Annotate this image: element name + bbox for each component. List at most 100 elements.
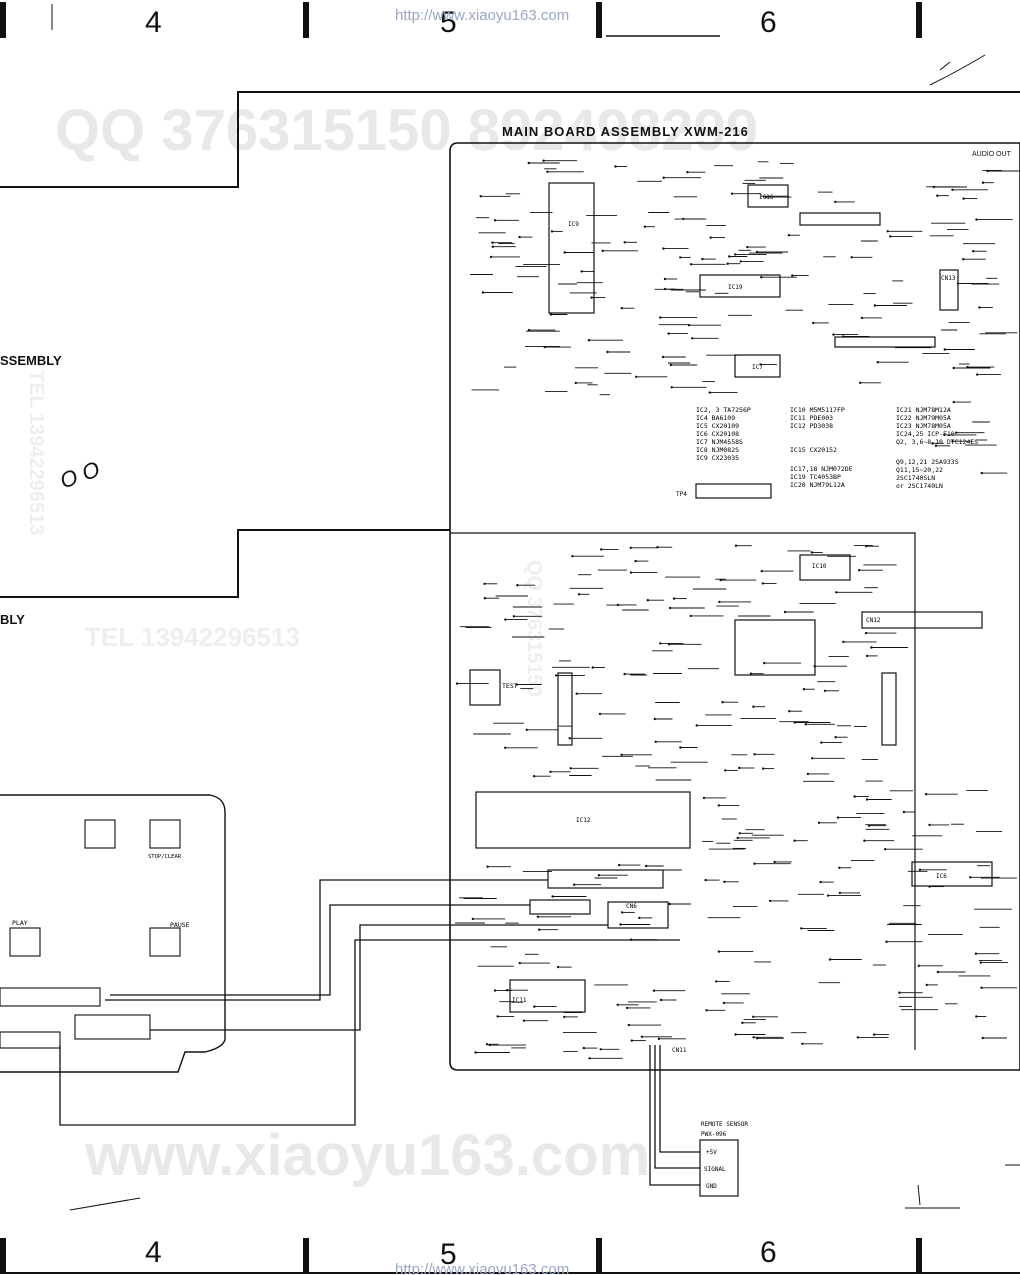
solder-pad — [752, 705, 755, 708]
solder-pad — [858, 569, 861, 572]
ic-label-ic11: IC11 — [512, 997, 527, 1004]
solder-pad — [793, 721, 796, 724]
solder-pad — [793, 839, 796, 842]
solder-pad — [656, 546, 659, 549]
solder-pad — [917, 964, 920, 967]
solder-pad — [873, 304, 877, 307]
solder-pad — [811, 757, 814, 760]
solder-pad — [853, 795, 856, 798]
solder-pad — [600, 548, 603, 551]
solder-pad — [491, 241, 494, 244]
solder-pad — [738, 766, 741, 770]
solder-pad — [591, 666, 594, 669]
solder-pad — [679, 746, 682, 749]
solder-pad — [865, 631, 868, 635]
solder-pad — [577, 593, 581, 596]
solder-pad — [689, 263, 693, 266]
solder-pad — [620, 911, 624, 914]
solder-pad — [489, 255, 493, 259]
solder-pad — [471, 917, 475, 921]
ic-label-ic6: IC6 — [936, 873, 947, 880]
solder-pad — [532, 775, 536, 778]
ic-table-col1-5: IC8 NJM082S — [696, 446, 739, 454]
solder-pad — [563, 1015, 566, 1019]
solder-pad — [889, 235, 892, 238]
solder-pad — [820, 741, 823, 744]
top-source-url: http://www.xiaoyu163.com — [395, 7, 569, 24]
solder-pad — [834, 200, 837, 204]
solder-pad — [943, 433, 946, 437]
solder-pad — [746, 245, 749, 249]
solder-pad — [525, 728, 528, 731]
solder-pad — [842, 335, 845, 338]
solder-pad — [819, 880, 822, 884]
solder-pad — [597, 874, 601, 877]
solder-pad — [455, 682, 459, 685]
left-assembly-label-1: SSEMBLY — [0, 353, 62, 368]
cn11-label: CN11 — [672, 1047, 687, 1054]
solder-pad — [966, 365, 969, 369]
solder-pad — [546, 170, 549, 173]
ic-table-col3-9: or 2SC1740LN — [896, 482, 943, 490]
solder-pad — [826, 894, 830, 897]
solder-pad — [588, 1057, 591, 1060]
solder-pad — [551, 895, 554, 898]
solder-pad — [663, 287, 667, 291]
solder-pad — [755, 250, 759, 254]
solder-pad — [689, 614, 692, 618]
solder-pad — [643, 225, 647, 228]
solder-pad — [717, 950, 721, 953]
solder-pad — [516, 584, 519, 587]
solder-pad — [481, 291, 485, 294]
solder-pad — [533, 1005, 536, 1008]
solder-pad — [724, 769, 727, 772]
solder-pad — [668, 902, 671, 906]
solder-pad — [691, 337, 694, 340]
solder-pad — [876, 361, 879, 364]
solder-pad — [667, 643, 671, 646]
solder-pad — [635, 375, 638, 378]
solder-pad — [483, 597, 487, 600]
solder-pad — [659, 642, 662, 645]
solder-pad — [580, 270, 583, 273]
solder-pad — [936, 194, 939, 197]
solder-pad — [726, 262, 729, 265]
solder-pad — [599, 1048, 602, 1051]
solder-pad — [975, 218, 978, 221]
solder-pad — [587, 339, 591, 342]
top-column-4: 4 — [145, 6, 162, 39]
solder-pad — [627, 1023, 631, 1027]
solder-pad — [802, 688, 806, 691]
solder-pad — [715, 980, 718, 983]
solder-pad — [753, 753, 756, 756]
ic-table-col3-4: Q2, 3,6~8,10 DTC124ES — [896, 438, 978, 446]
solder-pad — [863, 839, 866, 842]
solder-pad — [718, 600, 721, 604]
solder-pad — [646, 599, 649, 602]
solder-pad — [734, 544, 738, 547]
solder-pad — [659, 316, 662, 319]
solder-pad — [616, 603, 620, 607]
solder-pad — [518, 961, 521, 965]
ic-table-col2-4: IC15 CX20152 — [790, 446, 837, 454]
ic-table-col3-2: IC23 NJM78M05A — [896, 422, 951, 430]
solder-pad — [828, 958, 832, 961]
solder-pad — [527, 161, 530, 165]
remote-sensor-pin-gnd: GND — [706, 1183, 717, 1190]
ic-label-ic12: IC12 — [576, 817, 591, 824]
solder-pad — [474, 1051, 477, 1054]
cn13-label: CN13 — [941, 275, 956, 282]
solder-pad — [721, 701, 724, 704]
top-column-6: 6 — [760, 6, 777, 39]
watermark-site: www.xiaoyu163.com — [84, 1123, 650, 1188]
solder-pad — [672, 597, 676, 600]
solder-pad — [504, 746, 507, 749]
solder-pad — [753, 862, 756, 865]
ic-table-col1-2: IC5 CX20109 — [696, 422, 739, 430]
solder-pad — [773, 860, 776, 864]
solder-pad — [670, 386, 673, 389]
watermark-tel: TEL 13942296513 — [85, 622, 300, 652]
solder-pad — [728, 255, 731, 258]
solder-pad — [838, 891, 842, 895]
lower-ic-outlines — [469, 554, 993, 1013]
